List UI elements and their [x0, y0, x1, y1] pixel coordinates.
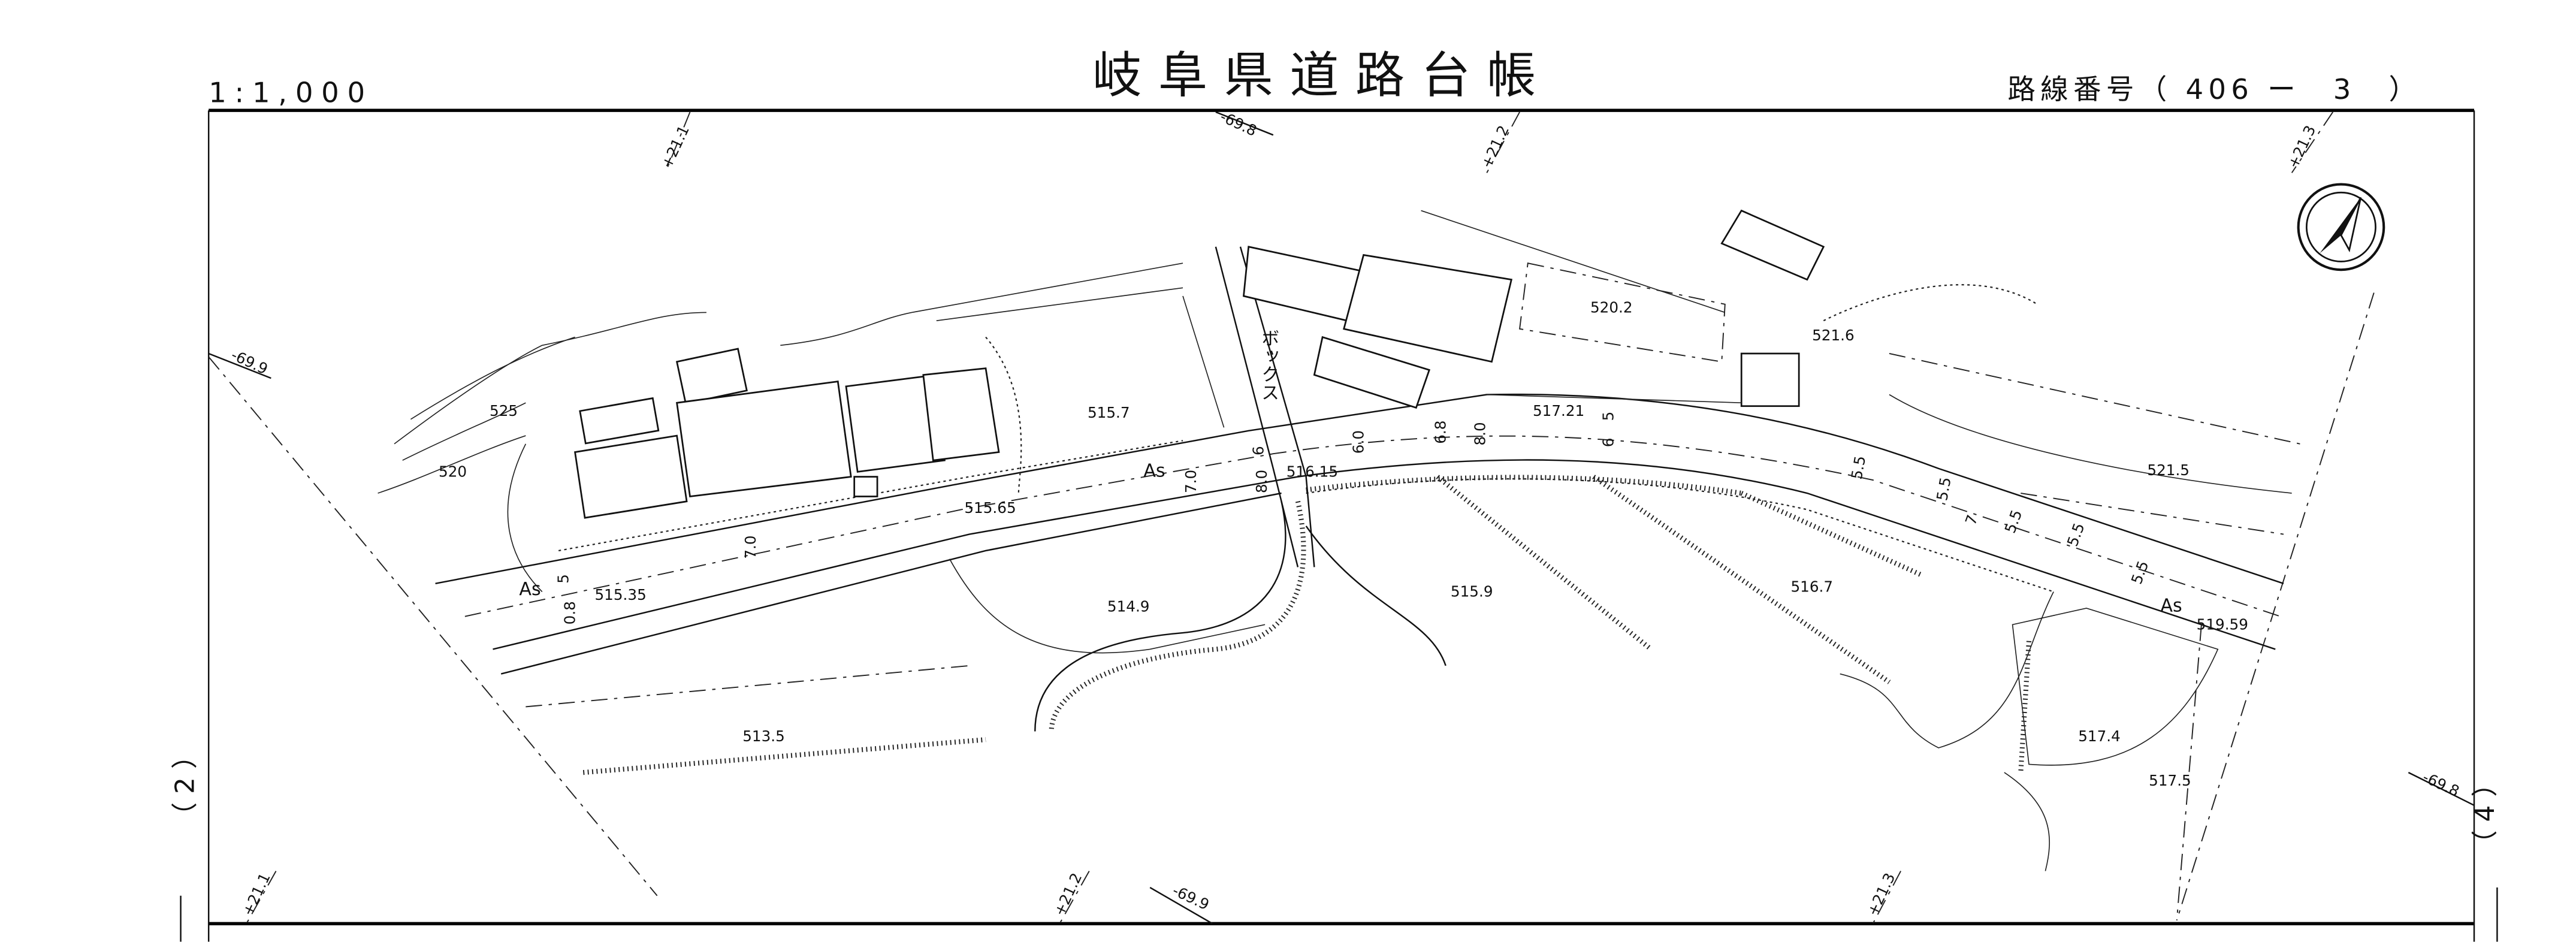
width-label: 5.5 — [2064, 521, 2088, 549]
width-label: 5 — [555, 574, 572, 584]
north-arrow-icon — [2297, 183, 2385, 271]
width-label: 6 — [1599, 438, 1617, 448]
surface-label: As — [519, 579, 540, 600]
width-label: 5.5 — [2128, 558, 2152, 587]
elevation-label: 515.65 — [964, 499, 1016, 517]
grid-label-top-2: -69.8 — [1218, 108, 1260, 140]
width-label: 6 — [1249, 446, 1267, 455]
grid-label-bottom-2: +21.2 — [1050, 870, 1085, 919]
grid-ticks — [208, 111, 2475, 925]
sheet-ref-right: （ 4 ） — [2470, 771, 2500, 857]
contour-label: 520 — [439, 463, 467, 481]
elevation-label: 521.6 — [1812, 327, 1855, 344]
surface-label: As — [2160, 595, 2182, 616]
width-label: 8.0 — [1472, 422, 1489, 445]
road — [435, 246, 2284, 732]
width-label: 0.8 — [561, 601, 579, 624]
sheet-ref-left: （ 2 ） — [170, 742, 201, 829]
width-label: 7 — [1962, 512, 1982, 527]
elevation-label: 515.7 — [1088, 404, 1130, 421]
elevation-label: 515.35 — [594, 586, 646, 603]
grid-label-bottom-4: +21.3 — [1864, 870, 1898, 919]
width-label: 5 — [1599, 412, 1617, 421]
width-label: 8.0 — [1253, 470, 1270, 493]
terrain — [378, 210, 2300, 871]
width-label: 7.0 — [742, 535, 759, 558]
elevation-label: 517.4 — [2078, 727, 2121, 745]
elevation-label: 515.9 — [1451, 583, 1493, 600]
grid-label-bottom-1: +21.1 — [239, 870, 274, 919]
elevation-label: 517.5 — [2149, 772, 2191, 789]
width-label: 7.0 — [1182, 470, 1200, 493]
width-label: 6.8 — [1432, 421, 1449, 444]
elevation-label: 517.21 — [1533, 402, 1584, 419]
map-frame — [180, 108, 2498, 942]
grid-label-bottom-3: -69.9 — [1170, 881, 1212, 913]
map-title: 岐阜県道路台帳 — [1092, 47, 1553, 104]
route-number: 路線番号（ 406 ー 3 ） — [2007, 73, 2421, 105]
elevation-label: 514.9 — [1107, 597, 1150, 615]
elevation-label: 516.15 — [1287, 463, 1338, 481]
width-label: 5.5 — [1933, 476, 1954, 502]
contour-label: 525 — [490, 402, 518, 419]
grid-label-right: -69.8 — [2420, 768, 2462, 800]
elevation-labels: 520.2 521.6 515.7 517.21 516.15 515.65 5… — [439, 298, 2248, 789]
width-label: 5.5 — [2001, 508, 2026, 536]
scale-label: 1:1,000 — [209, 76, 373, 108]
elevation-label: 521.5 — [2147, 461, 2190, 479]
buildings — [574, 209, 1825, 519]
grid-label-top-1: +21.1 — [658, 123, 693, 171]
grid-label-top-3: +21.2 — [1478, 123, 1512, 171]
survey-lines — [208, 292, 2375, 921]
surface-label: As — [1143, 461, 1165, 482]
elevation-label: 516.7 — [1790, 578, 1833, 596]
grid-label-top-4: +21.3 — [2284, 123, 2319, 171]
width-label: 5.5 — [1848, 454, 1869, 481]
width-label: 6.0 — [1350, 430, 1367, 454]
elevation-label: 519.59 — [2197, 616, 2248, 633]
grid-label-left: -69.9 — [228, 346, 270, 378]
elevation-label: 513.5 — [742, 727, 785, 745]
elevation-label: 520.2 — [1590, 298, 1633, 316]
facility-label: ボックス — [1258, 329, 1279, 401]
